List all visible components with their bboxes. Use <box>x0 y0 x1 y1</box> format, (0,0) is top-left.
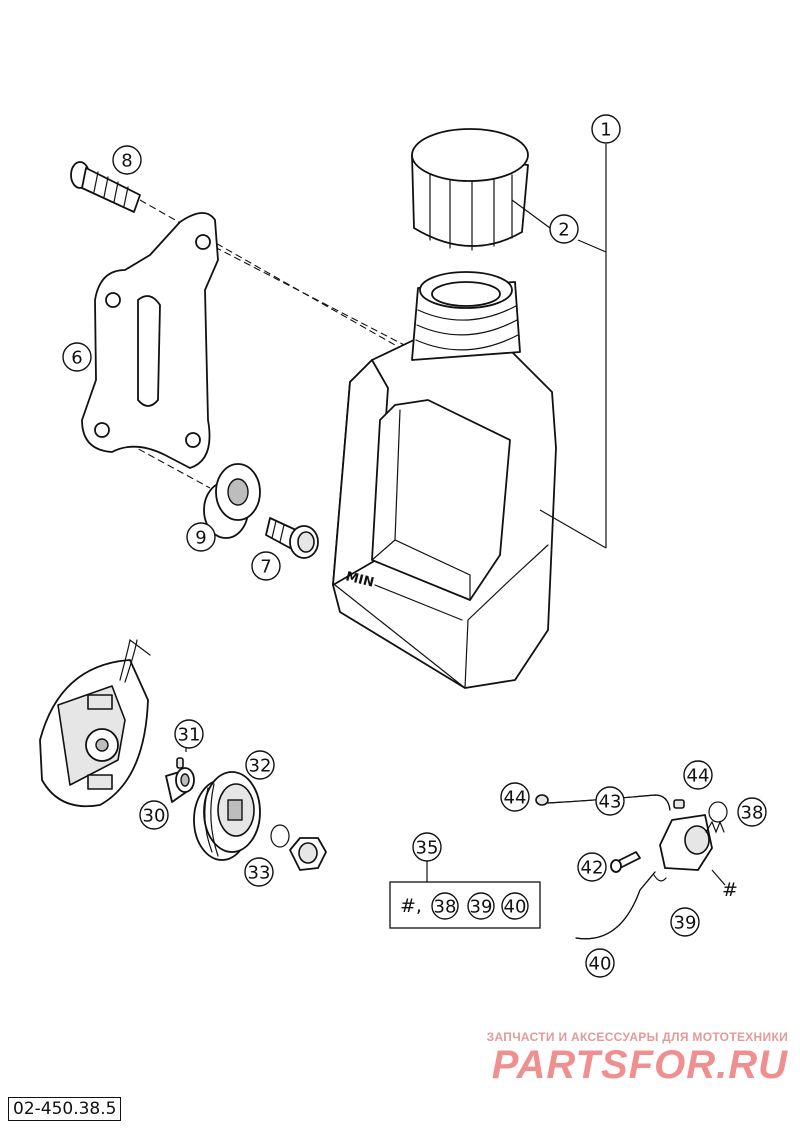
callout-label: 43 <box>599 792 622 813</box>
callout-7: 7 <box>251 551 281 581</box>
callout-label: 7 <box>260 557 271 578</box>
callout-label: 44 <box>504 788 527 809</box>
bolt-7 <box>265 517 319 559</box>
grommet-9 <box>203 463 261 539</box>
callout-43: 43 <box>595 786 625 816</box>
callout-31: 31 <box>174 719 204 749</box>
callout-42: 42 <box>577 852 607 882</box>
hash-marker: # <box>722 879 738 901</box>
callout-2: 2 <box>549 214 579 244</box>
callout-label: 38 <box>741 803 764 824</box>
callout-40: 40 <box>585 948 615 978</box>
callout-label: 8 <box>121 151 132 172</box>
callout-label: 44 <box>687 766 710 787</box>
drawing-number: 02-450.38.5 <box>8 1097 122 1121</box>
watermark-logo: PARTSFOR.RU <box>491 1043 788 1087</box>
callout-35: 35 <box>412 832 442 882</box>
callout-33: 33 <box>244 857 274 887</box>
kit-ref: 39 <box>470 897 493 918</box>
callout-44-right: 44 <box>683 760 713 790</box>
kit-note-box: #, 38 39 40 <box>389 881 541 929</box>
callout-32: 32 <box>245 750 275 780</box>
leader-lines <box>185 144 726 886</box>
watermark-tagline: ЗАПЧАСТИ И АКСЕССУАРЫ ДЛЯ МОТОТЕХНИКИ <box>486 1030 788 1044</box>
callout-38: 38 <box>737 797 767 827</box>
callout-9: 9 <box>186 522 216 552</box>
screw-8 <box>70 161 141 213</box>
callout-label: 39 <box>674 913 697 934</box>
callout-label: 40 <box>589 954 612 975</box>
callout-8: 8 <box>112 145 142 175</box>
callout-label: 6 <box>71 348 82 369</box>
circlip-33 <box>270 824 290 848</box>
filler-cap <box>411 128 529 251</box>
flywheel-32 <box>193 771 261 861</box>
callout-label: 9 <box>195 528 206 549</box>
callout-44-left: 44 <box>500 782 530 812</box>
site-watermark: ЗАПЧАСТИ И АКСЕССУАРЫ ДЛЯ МОТОТЕХНИКИ PA… <box>487 1030 788 1086</box>
callout-30: 30 <box>139 800 169 830</box>
callout-1: 1 <box>591 114 621 144</box>
callout-label: 30 <box>143 806 166 827</box>
callout-label: 35 <box>416 838 439 859</box>
pin-31 <box>176 757 184 769</box>
callout-6: 6 <box>62 342 92 372</box>
callout-39: 39 <box>670 907 700 937</box>
callout-label: 42 <box>581 858 604 879</box>
kit-ref: 40 <box>504 897 527 918</box>
callout-label: 33 <box>248 863 271 884</box>
callout-label: 31 <box>178 725 201 746</box>
callout-label: 2 <box>558 220 569 241</box>
bushing-30 <box>165 767 195 803</box>
stator-assembly <box>39 638 151 808</box>
mounting-bracket <box>81 212 219 469</box>
callout-label: 1 <box>600 120 611 141</box>
callout-label: 32 <box>249 756 272 777</box>
kit-note-label: #, <box>400 895 422 917</box>
nut <box>289 837 327 871</box>
oil-tank: MIN <box>332 271 557 689</box>
oil-pump-assembly <box>535 794 728 940</box>
kit-ref: 38 <box>434 897 457 918</box>
tank-min-mark: MIN <box>344 569 375 590</box>
